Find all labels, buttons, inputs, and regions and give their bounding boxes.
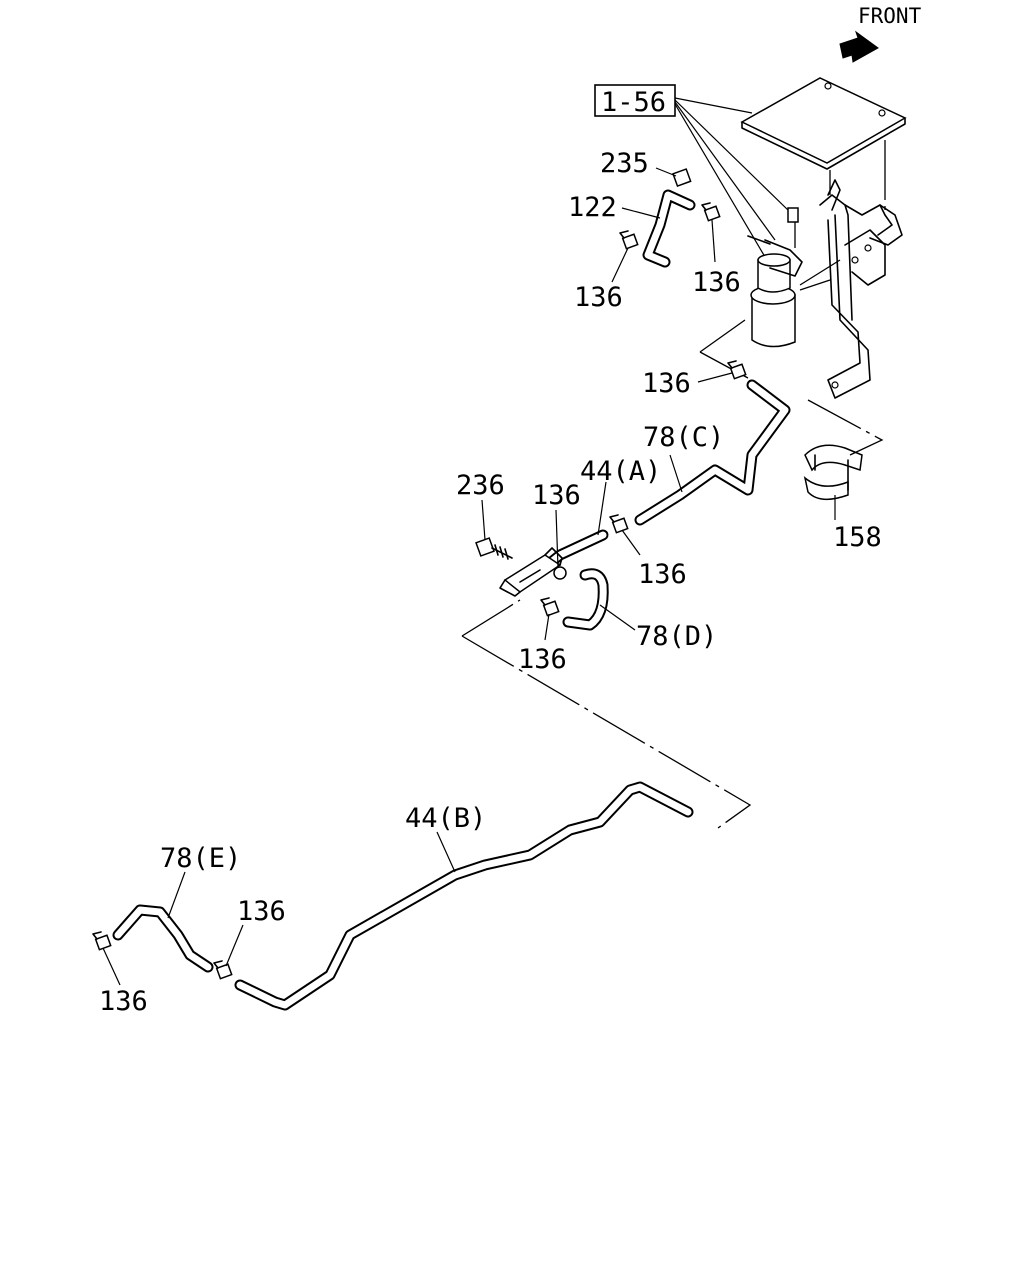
callout-136-h: 136 xyxy=(99,986,148,1017)
clamp-136-top-left xyxy=(619,230,639,250)
dash-guide-pipe xyxy=(461,599,752,829)
front-arrow-icon xyxy=(839,30,879,63)
callout-136-d: 136 xyxy=(532,480,581,511)
callout-78d: 78(D) xyxy=(636,621,717,652)
hose-78d xyxy=(562,568,609,631)
cap-235 xyxy=(672,168,692,187)
callout-136-g: 136 xyxy=(237,896,286,927)
assembly-ref-box: 1-56 xyxy=(594,84,676,118)
dash-guide-canister-2 xyxy=(799,259,841,286)
callout-136-f: 136 xyxy=(518,644,567,675)
assembly-ref-label: 1-56 xyxy=(601,87,666,118)
callout-235: 235 xyxy=(600,148,649,179)
dash-guide-clip xyxy=(807,399,884,456)
callout-leaders xyxy=(102,167,836,986)
filter-canister xyxy=(747,207,803,348)
clamp-136-c xyxy=(727,360,747,380)
front-label: FRONT xyxy=(858,4,922,28)
hose-78c xyxy=(634,379,791,526)
callout-136-b: 136 xyxy=(692,267,741,298)
clamp-136-f xyxy=(540,597,560,617)
callout-122: 122 xyxy=(568,192,617,223)
callout-44b: 44(B) xyxy=(405,803,486,834)
assembly-leader-lines xyxy=(674,97,791,263)
clamp-136-g xyxy=(92,931,112,951)
pipe-44b xyxy=(234,781,694,1011)
hose-78e xyxy=(112,904,214,973)
clamp-136-d xyxy=(609,514,629,534)
callout-158: 158 xyxy=(833,522,882,553)
clamp-136-e xyxy=(553,566,567,580)
callout-44a: 44(A) xyxy=(580,456,661,487)
callout-136-e: 136 xyxy=(638,559,687,590)
hose-122 xyxy=(642,189,696,268)
clamp-136-top-right xyxy=(701,202,721,222)
callout-78e: 78(E) xyxy=(160,843,241,874)
mounting-plate xyxy=(740,77,907,170)
callout-78c: 78(C) xyxy=(643,422,724,453)
clamp-136-h xyxy=(213,960,233,980)
bolt-236 xyxy=(475,537,513,560)
callout-236: 236 xyxy=(456,470,505,501)
pipe-bracket xyxy=(499,547,563,597)
mounting-bracket xyxy=(819,179,903,399)
clip-158 xyxy=(803,444,863,501)
callout-136-c: 136 xyxy=(642,368,691,399)
callout-136-a: 136 xyxy=(574,282,623,313)
